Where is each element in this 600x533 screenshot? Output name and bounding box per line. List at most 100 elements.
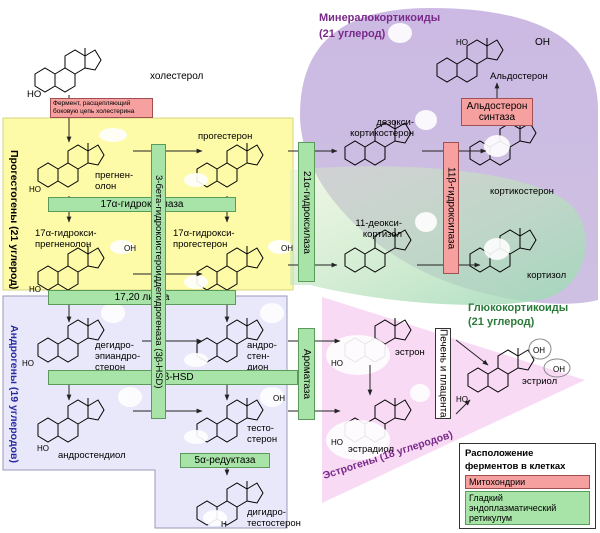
molecule-hydroxypregnenolone: 17α-гидрокси- прегненолон — [35, 228, 97, 250]
atom-oh-estriol-17: OH — [553, 365, 565, 374]
skeleton-dhea — [37, 318, 105, 363]
skeleton-deoxycorticosterone — [344, 121, 412, 166]
highlight-androstenedione-o — [184, 353, 208, 367]
skeleton-hydroxyprogesterone — [196, 246, 264, 291]
highlight-testosterone-o — [184, 430, 208, 444]
group-label-androgens: Андрогены (19 углеродов) — [8, 325, 20, 463]
skeleton-cholesterol — [34, 48, 102, 93]
atom-ho-pregnenolone: HO — [29, 185, 41, 194]
hydroxyprogesterone-line1: 17α-гидрокси- — [173, 228, 235, 239]
legend-item-smooth-er: Гладкий эндоплазматический ретикулум — [465, 491, 590, 525]
mineralocorticoids-title: Минералокортикоиды — [319, 12, 441, 24]
enzyme-17a-hydroxylase: 17α-гидроксилаза — [48, 197, 236, 212]
group-label-mineralocorticoids: Минералокортикоиды (21 углерод) — [319, 12, 440, 40]
highlight-hydroxypregnenolone-oh — [110, 240, 134, 254]
atom-oh-testosterone: OH — [273, 394, 285, 403]
molecule-progesterone: прогестерон — [198, 131, 253, 142]
highlight-pregnenolone-ketone — [99, 128, 127, 142]
skeleton-deoxycortisol — [344, 228, 412, 273]
molecule-cortisol: кортизол — [527, 270, 567, 281]
skeleton-progesterone — [196, 143, 264, 188]
atom-ho-cholesterol: HO — [27, 89, 42, 100]
atom-ho-estriol: HO — [456, 395, 468, 404]
molecule-deoxycortisol: 11-деокси- кортизол — [330, 218, 402, 240]
molecule-estriol: эстриол — [522, 376, 558, 387]
highlight-testosterone — [260, 387, 284, 407]
arrow-estrone-estriol — [455, 339, 489, 366]
legend-title-line2: ферментов в клетках — [465, 461, 566, 472]
atom-ho-androstenediol: HO — [37, 444, 49, 453]
deoxycorticosterone-line2: кортикостерон — [350, 128, 414, 139]
atom-ho-estrone: HO — [331, 359, 343, 368]
androstenedione-line1: андро- — [247, 340, 277, 351]
skeleton-aldosterone — [436, 38, 504, 83]
atom-ho-estradiol: HO — [331, 438, 343, 447]
atom-h-dht: H — [221, 520, 227, 529]
atom-oh-hydroxypregnenolone: OH — [124, 244, 136, 253]
enzyme-17b-hsd: 17β-HSD — [48, 370, 298, 385]
molecule-hydroxyprogesterone: 17α-гидрокси- прогестерон — [173, 228, 235, 250]
androstenedione-line3: дион — [247, 362, 269, 373]
scc-line1: Фермент, расщепляющий — [53, 100, 131, 107]
highlight-estradiol — [326, 420, 390, 460]
highlight-progesterone-ketone — [184, 173, 208, 187]
highlight-hydroxyprogesterone-ketone — [184, 275, 208, 289]
molecule-androstenediol: андростендиол — [58, 450, 126, 461]
aldosterone-synthase-line2: синтаза — [478, 112, 516, 123]
hydroxypregnenolone-line1: 17α-гидрокси- — [35, 228, 97, 239]
highlight-aldosterone — [388, 23, 412, 43]
highlight-estrone — [326, 335, 390, 375]
highlight-estradiol-oh — [410, 384, 430, 402]
dht-line2: тестостерон — [247, 518, 301, 529]
molecule-dihydrotestosterone: дигидро- тестостерон — [247, 507, 301, 529]
glucocorticoids-title: Глюкокортикоиды — [468, 302, 569, 314]
molecule-deoxycorticosterone: дезокси- кортикостерон — [328, 117, 414, 139]
pregnenolone-line2: олон — [95, 181, 117, 192]
enzyme-11b-hydroxylase: 11β-гидроксилаза — [443, 142, 459, 274]
legend-item-mitochondria: Митохондрии — [465, 475, 590, 489]
highlight-androstenediol — [118, 387, 142, 407]
highlight-dht — [203, 510, 227, 526]
dhea-line1: дегидро- — [95, 340, 134, 351]
highlight-estriol-17 — [543, 358, 571, 378]
androstenedione-line2: стен- — [247, 351, 270, 362]
molecule-corticosterone: кортикостерон — [490, 186, 554, 197]
highlight-hydroxyprogesterone-oh — [268, 240, 292, 254]
dhea-line3: стерон — [95, 362, 126, 373]
androgens-region — [2, 295, 288, 529]
skeleton-androstenediol — [37, 398, 105, 443]
group-label-glucocorticoids: Глюкокортикоиды (21 углерод) — [468, 302, 568, 328]
highlight-deoxycortisol — [415, 212, 437, 232]
skeleton-estriol — [467, 348, 535, 393]
molecule-androstenedione: андро- стен- дион — [247, 340, 277, 373]
arrow-estradiol-estriol — [455, 399, 471, 415]
atom-oh-hydroxyprogesterone: OH — [281, 244, 293, 253]
molecule-estradiol: эстрадиол — [348, 444, 394, 455]
enzyme-aromatase: Ароматаза — [298, 328, 315, 420]
molecule-dhea: дегидро- эпиандро- стерон — [95, 340, 140, 373]
legend: Расположение ферментов в клетках Митохон… — [459, 443, 596, 529]
highlight-androstenedione-ketone — [260, 303, 284, 323]
atom-ho-aldosterone: HO — [456, 38, 468, 47]
dht-line1: дигидро- — [247, 507, 286, 518]
highlight-deoxycorticosterone — [415, 110, 437, 130]
enzyme-17-20-lyase: 17,20 лиаза — [48, 290, 236, 305]
atom-ho-hydroxypregnenolone: HO — [29, 285, 41, 294]
molecule-pregnenolone: прегнен- олон — [95, 170, 133, 192]
highlight-cortisol — [484, 238, 510, 260]
testosterone-line2: стерон — [247, 434, 278, 445]
glucocorticoids-carbons: (21 углерод) — [468, 316, 535, 328]
legend-title-line1: Расположение — [465, 448, 534, 459]
deoxycorticosterone-line1: дезокси- — [376, 117, 414, 128]
enzyme-3b-hsd: 3-бета-гидроксистероиддегидрогеназа (3β-… — [151, 144, 166, 419]
dhea-line2: эпиандро- — [95, 351, 141, 362]
aldosterone-synthase-line1: Альдостерон — [466, 101, 528, 112]
atom-ho-dhea: HO — [22, 359, 34, 368]
atom-oh-estriol-16: OH — [533, 346, 545, 355]
deoxycortisol-line2: кортизол — [362, 229, 402, 240]
deoxycortisol-line1: 11-деокси- — [355, 218, 402, 229]
skeleton-pregnenolone — [37, 143, 105, 188]
legend-title: Расположение ферментов в клетках — [465, 447, 590, 473]
highlight-corticosterone — [484, 135, 510, 157]
